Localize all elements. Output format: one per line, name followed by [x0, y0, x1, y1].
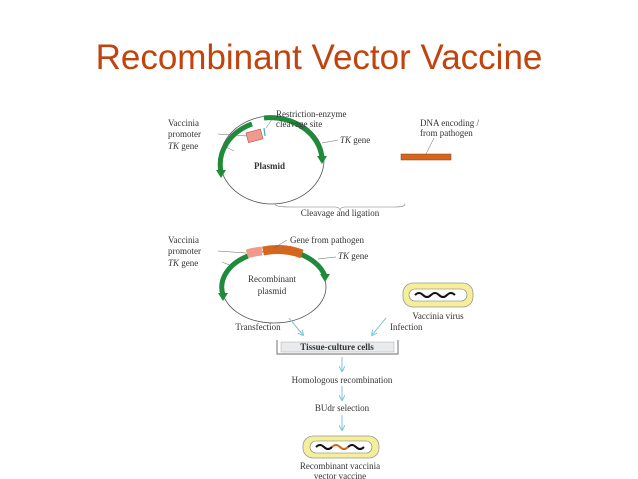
pathogen-gene-strand [331, 444, 349, 450]
brace [274, 203, 406, 212]
plasmid: Vaccinia promoter TK gene Restriction-en… [168, 109, 370, 205]
dna-bar [400, 153, 452, 161]
gene-text: gene [179, 258, 198, 268]
vaccinia-promoter-label: Vaccinia [168, 118, 199, 128]
recombinant-vaccine-label: Recombinant vaccinia [300, 461, 380, 471]
vaccinia-promoter-label: promoter [168, 129, 201, 139]
dna-label: from pathogen [420, 128, 473, 138]
recombinant-plasmid: Vaccinia promoter TK gene Gene from path… [168, 235, 368, 324]
gene-text: gene [179, 141, 198, 151]
dna-label: DNA encoding / [420, 118, 479, 128]
tk-gene-label: TK gene [340, 135, 370, 145]
budr-selection-label: BUdr selection [315, 403, 370, 413]
recombinant-virus: Recombinant vaccinia vector vaccine [300, 435, 380, 479]
cleavage-label: Cleavage and ligation [301, 208, 380, 218]
transfection-arrow [288, 317, 303, 335]
tissue-culture-dish: Tissue-culture cells [276, 340, 399, 355]
gene-text: gene [349, 251, 368, 261]
tk-gene-label: TK gene [168, 141, 198, 151]
arrowhead-icon [320, 274, 330, 282]
vaccinia-promoter-box [245, 128, 264, 144]
vaccinia-promoter-label: promoter [168, 246, 201, 256]
arrowhead-icon [216, 170, 226, 178]
tk-gene-left-arc [217, 121, 253, 173]
restriction-site-label: cleavage site [276, 119, 322, 129]
pathogen-gene-box [262, 245, 304, 259]
restriction-site-label: Restriction-enzyme [276, 109, 346, 119]
vaccinia-virus: Vaccinia virus [402, 282, 474, 321]
vaccinia-virus-label: Vaccinia virus [412, 311, 464, 321]
recombinant-vaccine-label: vector vaccine [314, 471, 366, 479]
tissue-culture-label: Tissue-culture cells [300, 342, 374, 352]
homologous-recombination-label: Homologous recombination [292, 375, 393, 385]
plasmid-label: Plasmid [254, 161, 285, 171]
gene-from-pathogen-label: Gene from pathogen [290, 235, 364, 245]
tk-italic: TK [168, 141, 180, 151]
slide-title: Recombinant Vector Vaccine [95, 38, 543, 77]
recombinant-plasmid-label: Recombinant [248, 274, 296, 284]
pathogen-dna: DNA encoding / from pathogen [400, 118, 479, 161]
arrowhead-icon [317, 156, 327, 164]
transfection-label: Transfection [235, 322, 281, 332]
tk-gene-label: TK gene [168, 258, 198, 268]
infection-arrow [372, 317, 387, 335]
infection-label: Infection [390, 322, 423, 332]
dna-strand [414, 292, 456, 298]
vaccinia-promoter-label: Vaccinia [168, 235, 199, 245]
tk-gene-label: TK gene [338, 251, 368, 261]
tk-gene-right-arc [263, 115, 325, 159]
gene-text: gene [351, 135, 370, 145]
tk-italic: TK [340, 135, 352, 145]
recombinant-plasmid-label: plasmid [258, 286, 287, 296]
tk-italic: TK [168, 258, 180, 268]
tk-italic: TK [338, 251, 350, 261]
vaccinia-promoter-box [245, 246, 263, 259]
arrowhead-icon [218, 293, 228, 301]
